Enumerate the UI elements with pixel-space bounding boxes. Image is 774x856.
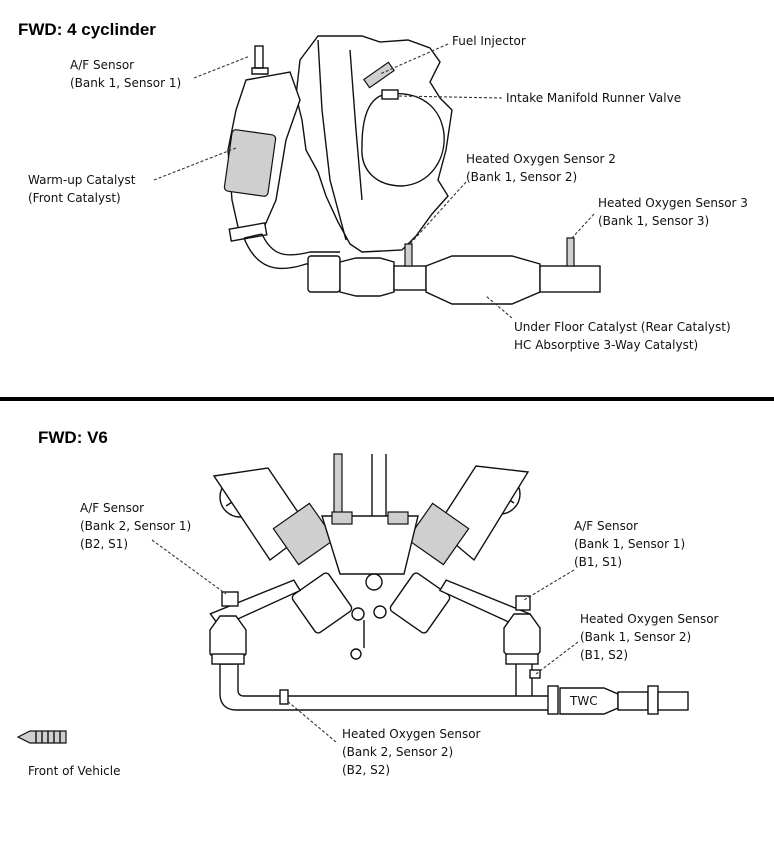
v6-labels: A/F Sensor (Bank 2, Sensor 1) (B2, S1) A… bbox=[28, 501, 719, 778]
af-sensor-label: A/F Sensor bbox=[70, 58, 134, 72]
af-b2-short-label: (B2, S1) bbox=[80, 537, 128, 551]
v6-engine-illustration bbox=[16, 453, 689, 744]
right-piston bbox=[389, 572, 451, 634]
twc-label: TWC bbox=[569, 694, 598, 708]
ho2s3-bank-label: (Bank 1, Sensor 3) bbox=[598, 214, 709, 228]
intake-plenum bbox=[321, 515, 419, 575]
left-piston bbox=[291, 572, 353, 634]
warmup-catalyst bbox=[223, 129, 277, 197]
af-b1-bank-label: (Bank 1, Sensor 1) bbox=[574, 537, 685, 551]
v6-title: FWD: V6 bbox=[38, 428, 108, 447]
sub-catalyst bbox=[339, 257, 395, 297]
warmup-catalyst-sub-label: (Front Catalyst) bbox=[28, 191, 121, 205]
fuel-injector bbox=[363, 61, 395, 89]
af-sensor-bank-label: (Bank 1, Sensor 1) bbox=[70, 76, 181, 90]
af-b1-short-label: (B1, S1) bbox=[574, 555, 622, 569]
fwd4-engine-illustration bbox=[223, 35, 601, 305]
af-b1-label: A/F Sensor bbox=[574, 519, 638, 533]
af-sensor-bank1-sensor1 bbox=[254, 45, 264, 69]
intake-runner bbox=[361, 92, 445, 187]
front-of-vehicle-label: Front of Vehicle bbox=[28, 764, 120, 778]
fwd4-labels: A/F Sensor (Bank 1, Sensor 1) Warm-up Ca… bbox=[28, 34, 748, 352]
ho2-sensor-bank1-s2 bbox=[529, 669, 541, 679]
intake-valve-label: Intake Manifold Runner Valve bbox=[506, 91, 681, 105]
fwd4-title: FWD: 4 cyclinder bbox=[18, 20, 156, 39]
ho2-b2-bank-label: (Bank 2, Sensor 2) bbox=[342, 745, 453, 759]
ho2s2-bank-label: (Bank 1, Sensor 2) bbox=[466, 170, 577, 184]
ho2-sensor-bank2-s2 bbox=[279, 689, 289, 705]
ho2-b1-short-label: (B1, S2) bbox=[580, 648, 628, 662]
v6-leaders bbox=[151, 539, 579, 743]
ho2-b1-label: Heated Oxygen Sensor bbox=[580, 612, 719, 626]
fwd4-leaders bbox=[153, 43, 595, 319]
af-b2-bank-label: (Bank 2, Sensor 1) bbox=[80, 519, 191, 533]
af-sensor-bank1 bbox=[515, 595, 531, 611]
heated-oxygen-sensor-2 bbox=[404, 243, 413, 267]
section-divider bbox=[0, 397, 774, 401]
heated-oxygen-sensor-3 bbox=[566, 237, 575, 267]
ho2-b2-label: Heated Oxygen Sensor bbox=[342, 727, 481, 741]
af-b2-label: A/F Sensor bbox=[80, 501, 144, 515]
ho2-b1-bank-label: (Bank 1, Sensor 2) bbox=[580, 630, 691, 644]
underfloor-label: Under Floor Catalyst (Rear Catalyst) bbox=[514, 320, 731, 334]
intake-valve bbox=[381, 89, 399, 100]
flex-joint bbox=[228, 222, 268, 242]
af-sensor-bank2 bbox=[221, 591, 239, 607]
underfloor-sub-label: HC Absorptive 3-Way Catalyst) bbox=[514, 338, 698, 352]
ho2-b2-short-label: (B2, S2) bbox=[342, 763, 390, 777]
under-floor-catalyst bbox=[425, 255, 541, 305]
warmup-catalyst-label: Warm-up Catalyst bbox=[28, 173, 136, 187]
ho2s2-label: Heated Oxygen Sensor 2 bbox=[466, 152, 616, 166]
fuel-injector-label: Fuel Injector bbox=[452, 34, 526, 48]
ho2s3-label: Heated Oxygen Sensor 3 bbox=[598, 196, 748, 210]
